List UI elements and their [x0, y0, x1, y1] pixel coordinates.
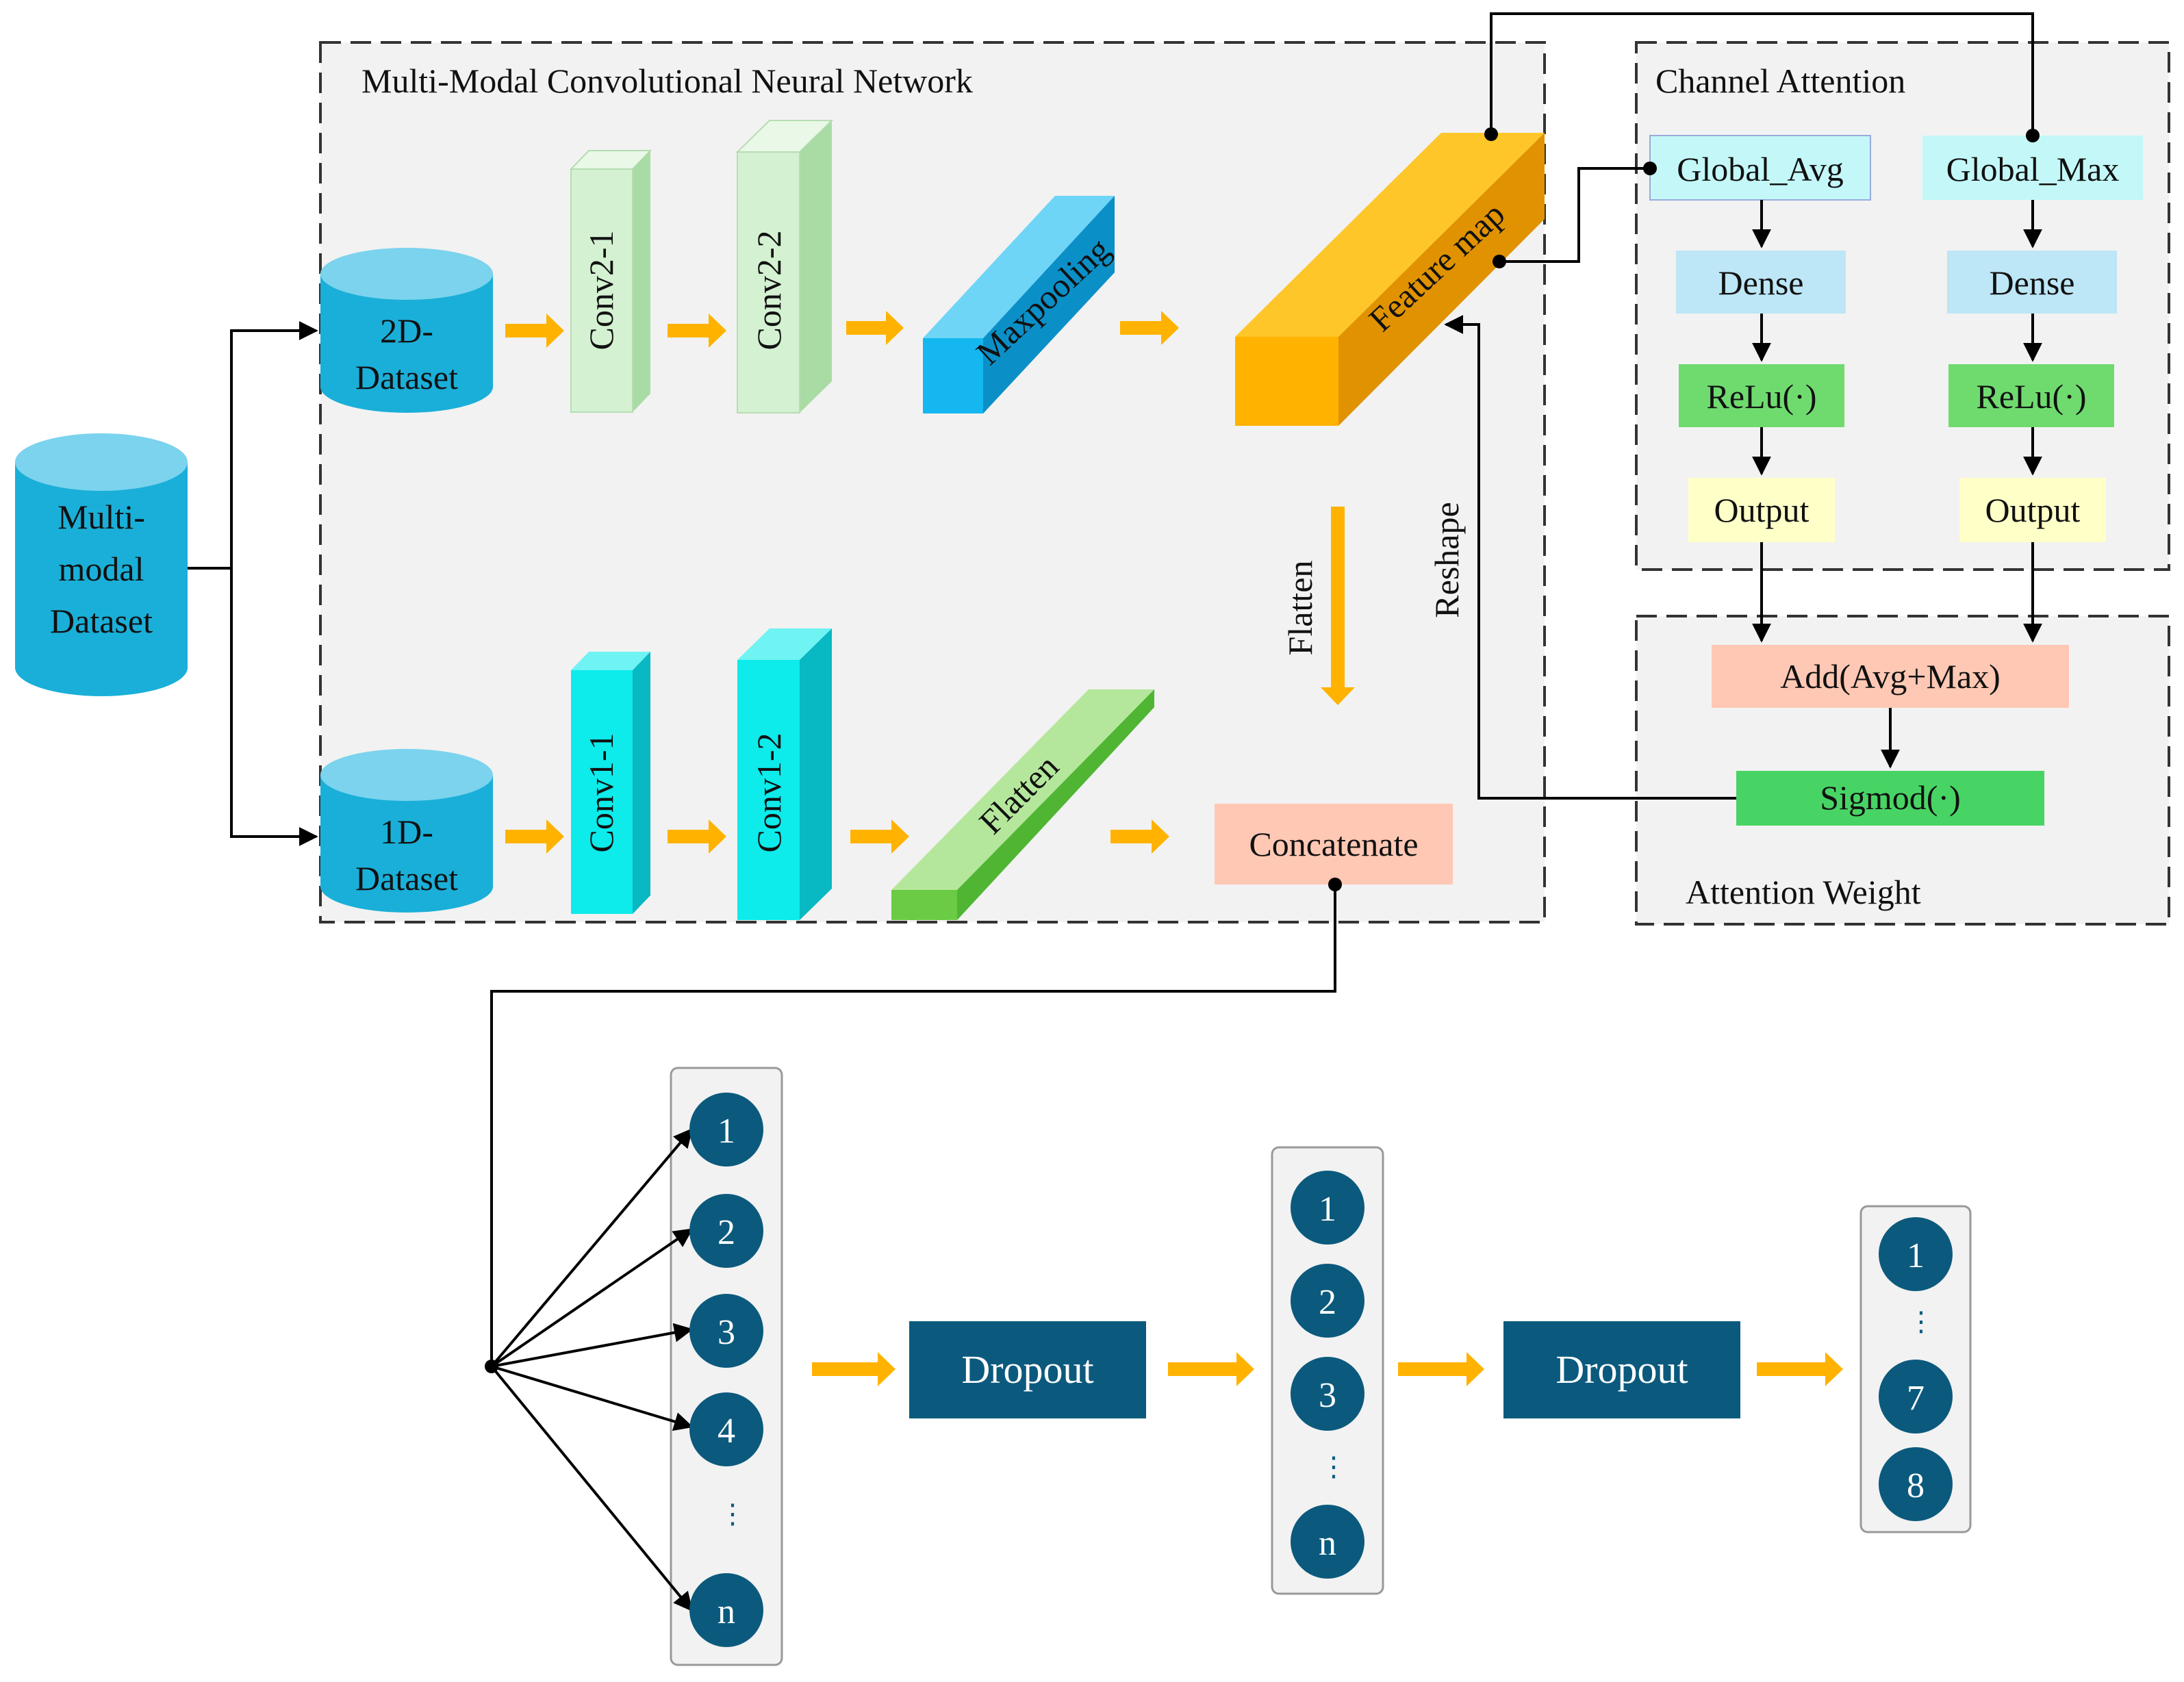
- global-max-box: Global_Max: [1922, 136, 2143, 200]
- dropout-2-box: Dropout: [1503, 1321, 1740, 1418]
- add-box: Add(Avg+Max): [1712, 645, 2069, 708]
- relu-left-box: ReLu(·): [1679, 364, 1844, 427]
- svg-text:2: 2: [718, 1213, 735, 1252]
- concatenate-box: Concatenate: [1215, 804, 1453, 884]
- svg-text:3: 3: [1319, 1376, 1336, 1415]
- svg-text:Global_Avg: Global_Avg: [1677, 150, 1843, 188]
- fan-lines: [490, 1127, 694, 1612]
- svg-text:Dataset: Dataset: [355, 859, 458, 897]
- svg-text:ReLu(·): ReLu(·): [1976, 377, 2086, 416]
- svg-text:8: 8: [1907, 1466, 1925, 1505]
- svg-text:Output: Output: [1714, 491, 1810, 529]
- flatten-arrow-label: Flatten: [1281, 561, 1319, 656]
- cnn-group: [319, 41, 1546, 923]
- maxpooling-block: Maxpooling: [923, 196, 1117, 413]
- arrow-to-layer-2: [1168, 1352, 1254, 1386]
- dropout-1-box: Dropout: [909, 1321, 1146, 1418]
- svg-text:1: 1: [1319, 1190, 1336, 1229]
- layer1-node: 1: [689, 1093, 763, 1167]
- arrow-to-dropout-2: [1398, 1352, 1484, 1386]
- attention-connectors: [490, 12, 2042, 1366]
- svg-text:Dense: Dense: [1718, 264, 1804, 302]
- svg-text:Dense: Dense: [1990, 264, 2075, 302]
- svg-text:Global_Max: Global_Max: [1946, 150, 2120, 188]
- svg-text:1: 1: [1907, 1236, 1925, 1275]
- svg-text:Sigmod(·): Sigmod(·): [1820, 778, 1961, 817]
- svg-text:Conv1-1: Conv1-1: [582, 733, 620, 853]
- svg-text:Dataset: Dataset: [355, 358, 458, 396]
- relu-right-box: ReLu(·): [1948, 364, 2114, 427]
- output-node: 8: [1879, 1447, 1953, 1521]
- conv2-2-block: Conv2-2: [735, 120, 834, 413]
- svg-text:2D-: 2D-: [380, 311, 433, 350]
- svg-text:modal: modal: [59, 550, 144, 588]
- cnn-group-title: Multi-Modal Convolutional Neural Network: [361, 62, 973, 100]
- layer1-node: 3: [689, 1294, 763, 1368]
- svg-text:Multi-: Multi-: [58, 498, 145, 536]
- dataset-2d: 2D- Dataset: [320, 248, 493, 413]
- layer2-node: 1: [1291, 1171, 1364, 1245]
- global-avg-box: Global_Avg: [1649, 135, 1871, 201]
- svg-text:1: 1: [718, 1112, 735, 1151]
- svg-text:2: 2: [1319, 1283, 1336, 1322]
- dense-left-box: Dense: [1676, 251, 1846, 314]
- conv2-1-block: Conv2-1: [569, 150, 652, 413]
- svg-text:Concatenate: Concatenate: [1249, 825, 1418, 863]
- arrow-to-dropout-1: [812, 1352, 896, 1386]
- conv1-2-block: Conv1-2: [737, 628, 832, 920]
- svg-text:Dropout: Dropout: [1556, 1347, 1688, 1392]
- layer1-ellipsis: ⋮: [719, 1499, 746, 1529]
- svg-text:n: n: [718, 1592, 735, 1631]
- svg-text:Conv1-2: Conv1-2: [750, 733, 788, 853]
- layer1-node: 2: [689, 1194, 763, 1268]
- flow-arrows: [505, 311, 1355, 854]
- layer2-ellipsis: ⋮: [1320, 1451, 1347, 1482]
- layer2-node: 3: [1291, 1357, 1364, 1431]
- svg-text:3: 3: [718, 1313, 735, 1352]
- attention-weight-title: Attention Weight: [1686, 873, 1921, 911]
- channel-attention-title: Channel Attention: [1655, 62, 1905, 100]
- sigmoid-box: Sigmod(·): [1736, 771, 2044, 826]
- svg-text:ReLu(·): ReLu(·): [1706, 377, 1816, 416]
- svg-text:Output: Output: [1985, 491, 2081, 529]
- svg-text:Add(Avg+Max): Add(Avg+Max): [1780, 657, 2001, 696]
- multimodal-dataset: Multi- modal Dataset: [15, 433, 188, 696]
- layer1-node: 4: [689, 1392, 763, 1466]
- svg-text:Conv2-1: Conv2-1: [582, 231, 620, 351]
- dataset-split-connector: [188, 321, 318, 846]
- output-right-box: Output: [1959, 478, 2106, 542]
- svg-text:Dropout: Dropout: [961, 1347, 1093, 1392]
- layer2-node: 2: [1291, 1264, 1364, 1338]
- reshape-label: Reshape: [1427, 502, 1466, 617]
- svg-text:4: 4: [718, 1412, 735, 1451]
- layer1-node: n: [689, 1573, 763, 1647]
- layer2-node: n: [1291, 1505, 1364, 1579]
- dataset-1d: 1D- Dataset: [320, 749, 493, 913]
- output-node: 1: [1879, 1217, 1953, 1291]
- conv1-1-block: Conv1-1: [571, 652, 650, 914]
- svg-text:Conv2-2: Conv2-2: [750, 231, 788, 351]
- svg-text:n: n: [1319, 1524, 1336, 1563]
- output-node: 7: [1879, 1360, 1953, 1433]
- output-left-box: Output: [1688, 478, 1835, 542]
- feature-map-block: Feature map: [1235, 133, 1545, 426]
- svg-text:1D-: 1D-: [380, 813, 433, 851]
- svg-text:Dataset: Dataset: [50, 602, 153, 640]
- dense-right-box: Dense: [1947, 251, 2117, 314]
- arrow-to-output-layer: [1757, 1352, 1843, 1386]
- flatten-block: Flatten: [891, 689, 1154, 920]
- output-ellipsis: ⋮: [1907, 1306, 1935, 1337]
- svg-text:7: 7: [1907, 1379, 1925, 1418]
